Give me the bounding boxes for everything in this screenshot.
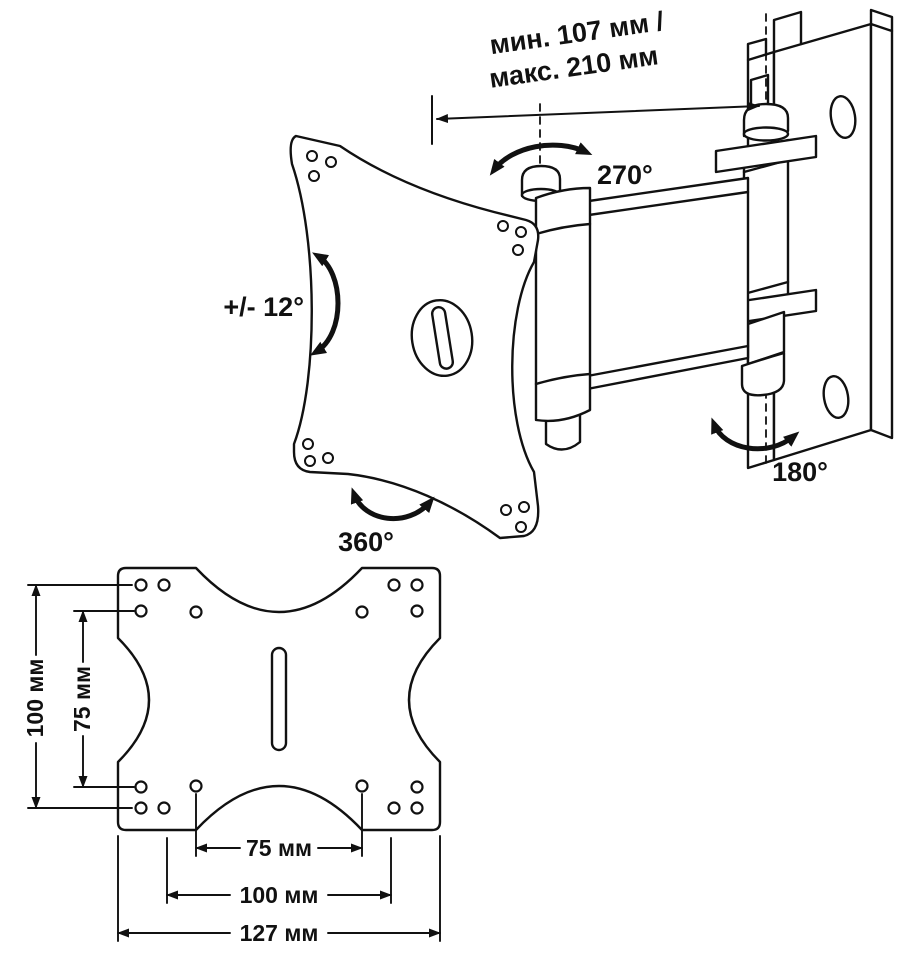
plate-hinge-barrel [534, 186, 592, 423]
wall-hinge-nut [740, 351, 786, 397]
swivel-270-label: 270° [597, 160, 653, 190]
vesa-plate-front-view [116, 566, 442, 832]
arm-tube-bottom-edge [580, 344, 750, 379]
tilt-12-arrow-icon [310, 252, 341, 356]
dim-height-100 [27, 584, 133, 809]
wall-hinge-flange-top [714, 134, 818, 174]
plate-width-127-label: 127 мм [240, 920, 319, 946]
wall-bracket-top-tab [772, 10, 803, 54]
extension-dimension [431, 95, 760, 145]
mount-arm [580, 176, 750, 392]
wall-hinge [714, 102, 818, 397]
arm-tube-body [580, 176, 750, 392]
dim-width-100 [166, 837, 392, 904]
rotate-360-arrow-icon [350, 487, 435, 522]
plate-hinge-barrel-groove-top [534, 222, 592, 236]
hub-slot [430, 306, 455, 370]
front-plate-slot [270, 646, 288, 752]
wall-bracket-right-fold [869, 22, 894, 440]
pivot-180-arrow-icon [711, 417, 800, 452]
plate-hinge-barrel-groove-bottom [534, 372, 592, 386]
dim-height-75 [73, 610, 135, 788]
plate-hinge [520, 164, 592, 451]
dim-width-75 [195, 793, 363, 857]
arm-tube-top-edge [580, 190, 750, 218]
vesa-plate-3d [289, 134, 540, 540]
swivel-270-arrow-icon [489, 142, 593, 176]
pivot-180-label: 180° [772, 457, 828, 487]
vesa-height-75-label: 75 мм [69, 666, 95, 732]
vesa-width-100-label: 100 мм [240, 882, 319, 908]
extension-dim-line [436, 101, 760, 124]
rotate-360-label: 360° [338, 527, 394, 557]
dim-width-127 [117, 835, 441, 942]
vesa-hub [410, 298, 474, 378]
diagram-root: 270° +/- 12° 360° 180° мин. 107 мм / мак… [22, 6, 894, 946]
wall-hinge-knob-base [742, 126, 790, 142]
front-plate-holes [134, 578, 424, 815]
wall-screw-hole-top [829, 94, 857, 140]
vesa-width-75-label: 75 мм [246, 835, 312, 861]
wall-bracket-top-lip-right [869, 8, 894, 33]
tilt-12-label: +/- 12° [223, 292, 304, 322]
vesa-plate-3d-holes [302, 150, 530, 533]
wall-screw-hole-bottom [822, 374, 850, 420]
vesa-height-100-label: 100 мм [22, 659, 48, 738]
